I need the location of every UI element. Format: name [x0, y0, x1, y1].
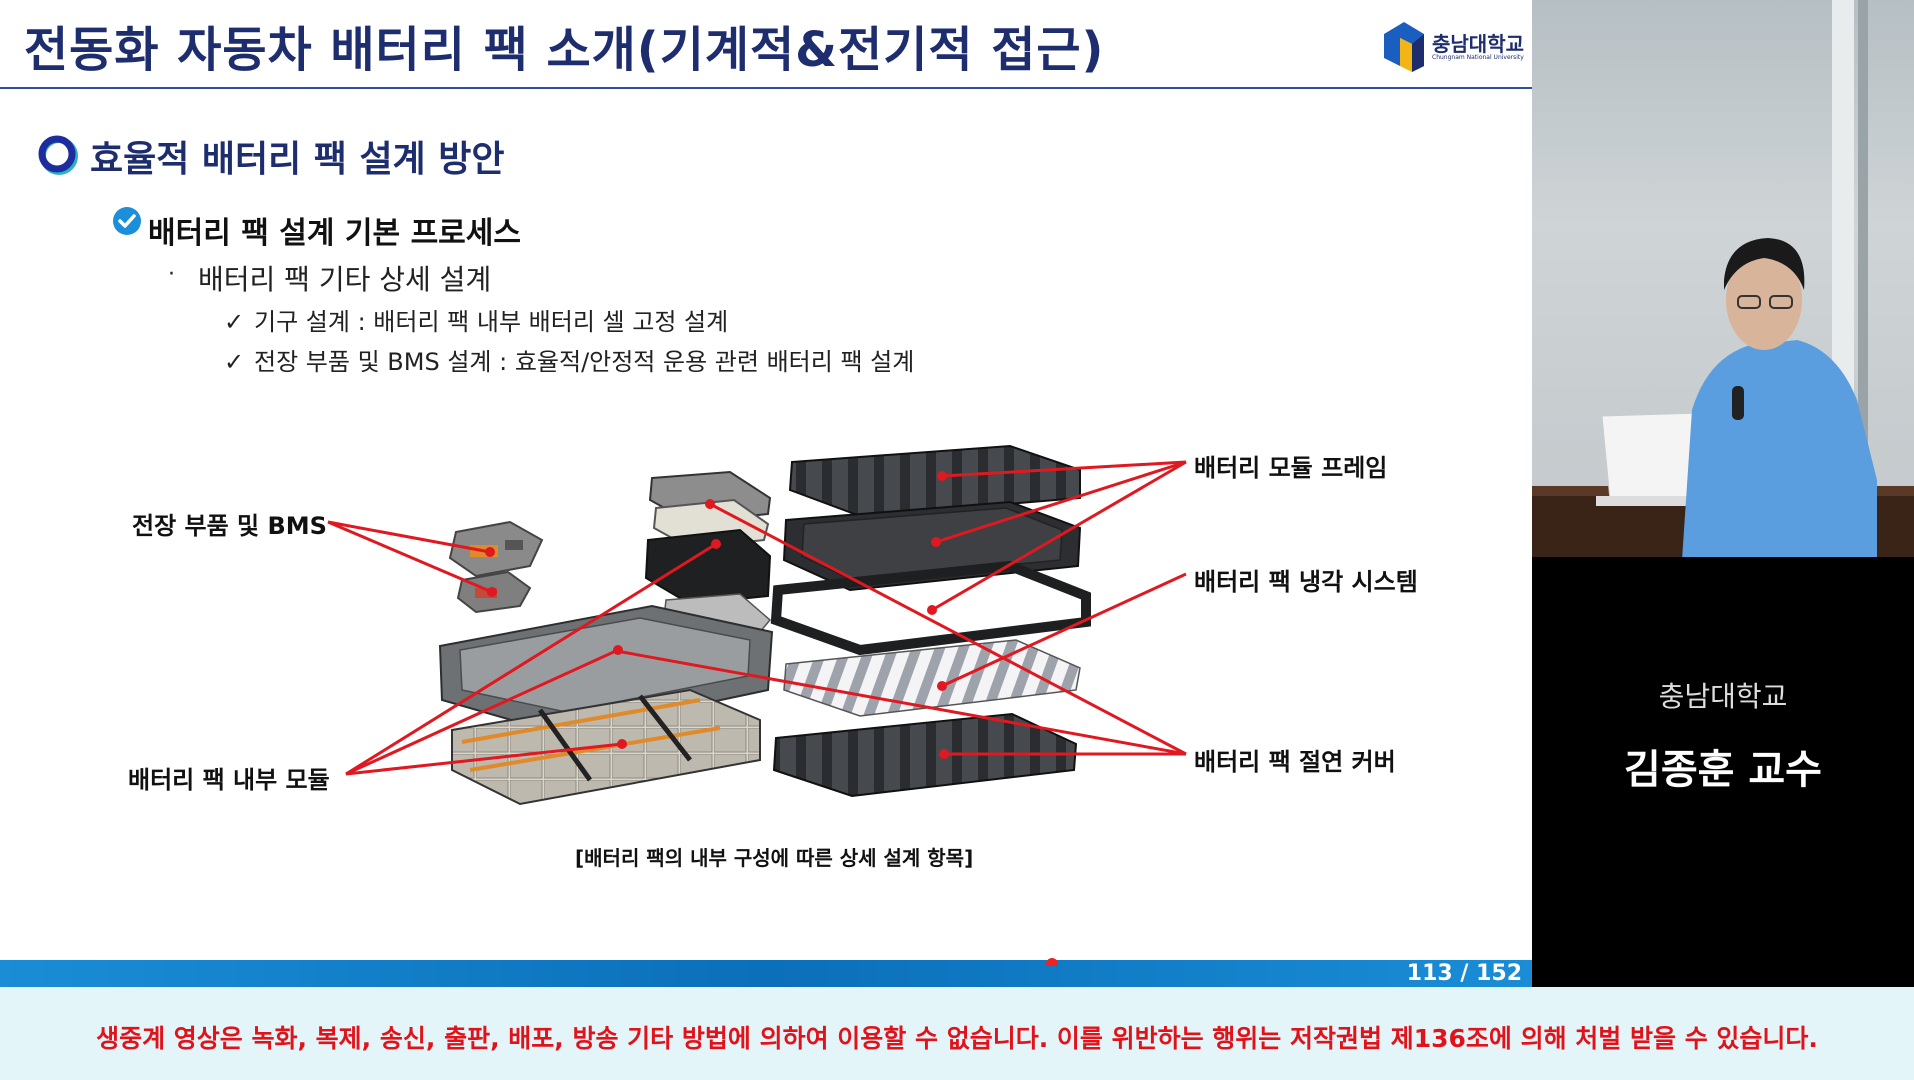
label-internal-module: 배터리 팩 내부 모듈: [128, 766, 330, 794]
pointer-marker-icon: [1046, 958, 1058, 966]
leader-lines: [327, 460, 1187, 776]
copyright-notice: 생중계 영상은 녹화, 복제, 송신, 출판, 배포, 방송 기타 방법에 의하…: [96, 1024, 1818, 1053]
presenter-name: 김종훈 교수: [1624, 747, 1822, 793]
title-divider: [0, 87, 1532, 89]
battery-pack-exploded-diagram: [327, 444, 1187, 806]
presenter-university: 충남대학교: [1658, 680, 1788, 713]
check-badge-icon: [113, 207, 141, 235]
label-cooling-system: 배터리 팩 냉각 시스템: [1194, 568, 1418, 596]
slide-page-bar: 113 / 152: [0, 958, 1532, 987]
checkmark-icon: ✓: [224, 348, 245, 376]
label-module-frame: 배터리 모듈 프레임: [1194, 454, 1388, 482]
label-insulation-cover: 배터리 팩 절연 커버: [1194, 748, 1396, 776]
check-item: ✓ 전장 부품 및 BMS 설계 : 효율적/안정적 운용 관련 배터리 팩 설계: [224, 342, 914, 377]
check-item-text: 기구 설계 : 배터리 팩 내부 배터리 셀 고정 설계: [254, 308, 729, 336]
bms-unit-1: [448, 520, 544, 578]
presenter-webcam: [1532, 0, 1914, 557]
copyright-footer: 생중계 영상은 녹화, 복제, 송신, 출판, 배포, 방송 기타 방법에 의하…: [0, 987, 1914, 1080]
presenter-video-icon: [1532, 0, 1914, 557]
bullet-dot-icon: ·: [168, 262, 175, 287]
section-heading: 효율적 배터리 팩 설계 방안: [90, 139, 505, 180]
bullet-text: 배터리 팩 기타 상세 설계: [198, 263, 492, 296]
check-item: ✓ 기구 설계 : 배터리 팩 내부 배터리 셀 고정 설계: [224, 302, 728, 337]
leader-dots: [485, 471, 949, 759]
presenter-panel: 충남대학교 김종훈 교수: [1532, 557, 1914, 987]
logo-subtext: Chungnam National University: [1432, 54, 1524, 61]
label-bms: 전장 부품 및 BMS: [132, 512, 327, 540]
lecture-slide: 전동화 자동차 배터리 팩 소개(기계적&전기적 접근) 충남대학교 Chung…: [0, 0, 1532, 960]
university-logo-icon: [1384, 22, 1424, 72]
checkmark-icon: ✓: [224, 308, 245, 336]
logo-name: 충남대학교: [1432, 32, 1524, 56]
section-ring-icon: [38, 135, 78, 175]
slide-title: 전동화 자동차 배터리 팩 소개(기계적&전기적 접근): [24, 22, 1105, 78]
diagram-caption: [배터리 팩의 내부 구성에 따른 상세 설계 항목]: [575, 846, 974, 870]
sub-heading: 배터리 팩 설계 기본 프로세스: [148, 216, 521, 251]
page-number: 113 / 152: [1406, 961, 1522, 986]
check-item-text: 전장 부품 및 BMS 설계 : 효율적/안정적 운용 관련 배터리 팩 설계: [254, 348, 915, 376]
